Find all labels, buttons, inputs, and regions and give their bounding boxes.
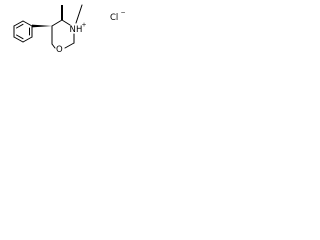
double-bond <box>16 23 24 29</box>
phenyl-ring <box>13 20 33 43</box>
oxygen-atom: O <box>56 45 63 55</box>
methyl-bond-n <box>75 4 83 24</box>
ring-bond <box>64 42 75 49</box>
chemical-structure: N H + O Cl − <box>13 4 126 55</box>
negative-charge: − <box>121 10 126 17</box>
ring-bond <box>13 36 24 43</box>
nitrogen-atom: N <box>70 25 76 35</box>
ring-bond <box>51 19 63 27</box>
morpholine-ring <box>51 19 75 49</box>
wedge-bond <box>32 24 52 28</box>
ring-bond <box>61 19 71 26</box>
ring-bond <box>22 20 33 27</box>
positive-charge: + <box>82 22 87 29</box>
double-bond <box>16 34 24 40</box>
hydrogen-atom: H <box>76 25 82 35</box>
ring-bond <box>22 36 33 43</box>
ring-bond <box>51 43 56 49</box>
ring-bond <box>13 20 24 27</box>
chloride-ion: Cl <box>110 13 118 23</box>
